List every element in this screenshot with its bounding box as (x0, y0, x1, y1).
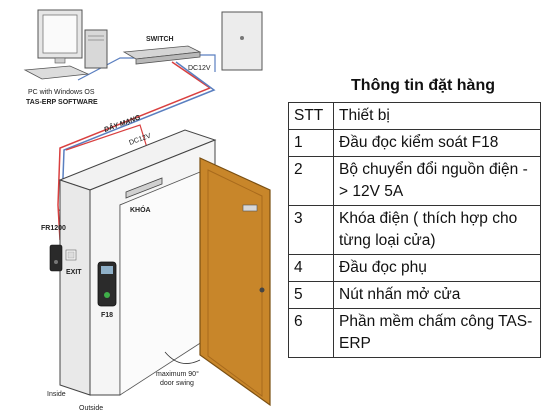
row-device: Đầu đọc kiểm soát F18 (333, 129, 541, 157)
order-table: STT Thiết bị 1 Đầu đọc kiểm soát F18 2 B… (288, 102, 541, 358)
row-number: 2 (288, 156, 334, 206)
switch-label: SWITCH (146, 36, 174, 43)
row-number: 6 (288, 308, 334, 358)
door-swing-arc (164, 351, 201, 364)
pc-label: PC with Windows OS (28, 89, 95, 96)
pc-icon (23, 9, 108, 80)
exit-label: EXIT (66, 269, 82, 276)
swing-label-1: maximum 90° (156, 370, 199, 378)
software-label: TAS-ERP SOFTWARE (26, 99, 98, 106)
row-number: 5 (288, 281, 334, 309)
table-row: 6 Phần mềm chấm công TAS-ERP (288, 308, 541, 358)
table-row: 4 Đầu đọc phụ (288, 254, 541, 282)
lock-label: KHÓA (130, 205, 151, 214)
row-number: 1 (288, 129, 334, 157)
row-number: 4 (288, 254, 334, 282)
door (199, 157, 271, 407)
row-device: Bộ chuyển đổi nguồn điện -> 12V 5A (333, 156, 541, 206)
exit-button-icon (65, 249, 77, 261)
f18-label: F18 (101, 312, 113, 319)
f18-reader-icon (97, 261, 117, 307)
row-device: Khóa điện ( thích hợp cho từng loại cửa) (333, 205, 541, 255)
inside-label: Inside (47, 391, 66, 398)
installation-diagram: PC with Windows OS TAS-ERP SOFTWARE SWIT… (23, 9, 271, 412)
table-row: 3 Khóa điện ( thích hợp cho từng loại cử… (288, 205, 541, 255)
header-device: Thiết bị (333, 102, 541, 130)
fr1200-reader-icon (49, 244, 63, 272)
door-frame (58, 129, 217, 396)
table-row: 1 Đầu đọc kiểm soát F18 (288, 129, 541, 157)
order-info-title: Thông tin đặt hàng (351, 77, 495, 94)
table-row: 5 Nút nhấn mở cửa (288, 281, 541, 309)
table-header-row: STT Thiết bị (288, 102, 541, 130)
outside-label: Outside (79, 405, 103, 412)
row-number: 3 (288, 205, 334, 255)
row-device: Nút nhấn mở cửa (333, 281, 541, 309)
swing-label-2: door swing (160, 380, 194, 387)
header-stt: STT (288, 102, 334, 130)
switch-icon (122, 45, 202, 65)
electric-lock-icon (125, 177, 163, 199)
power-supply-icon (221, 11, 263, 71)
fr1200-label: FR1200 (41, 225, 66, 232)
row-device: Đầu đọc phụ (333, 254, 541, 282)
row-device: Phần mềm chấm công TAS-ERP (333, 308, 541, 358)
dc12v-top-label: DC12V (188, 65, 211, 72)
table-row: 2 Bộ chuyển đổi nguồn điện -> 12V 5A (288, 156, 541, 206)
